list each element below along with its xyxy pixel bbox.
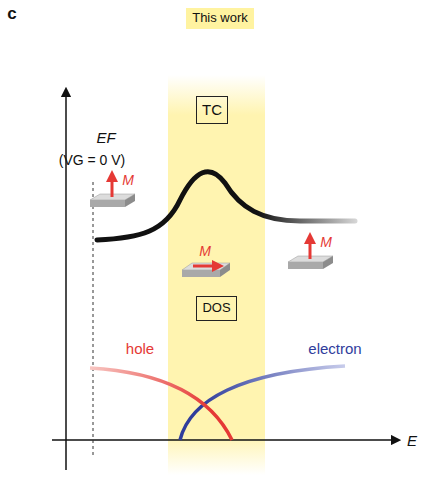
tc-box: TC xyxy=(196,96,228,124)
hole-label: hole xyxy=(126,340,154,357)
box-text: TC xyxy=(202,101,222,118)
panel-letter: c xyxy=(7,4,16,24)
x-axis xyxy=(52,439,396,441)
box-text: This work xyxy=(192,11,248,26)
gate-voltage-label: (VG = 0 V) xyxy=(59,152,126,168)
fermi-level-label: EF xyxy=(96,129,115,146)
fermi-level-line xyxy=(93,182,94,455)
dos-box: DOS xyxy=(196,296,237,321)
axis-label: E xyxy=(407,432,417,449)
magnetization-label: M xyxy=(199,243,211,259)
magnetization-label: M xyxy=(122,172,134,188)
tc-curve xyxy=(97,172,355,240)
y-axis xyxy=(65,92,67,470)
box-text: DOS xyxy=(202,301,230,316)
magnet-slab xyxy=(182,263,230,277)
hole-dos-curve xyxy=(90,368,232,440)
magnetization-label: M xyxy=(320,234,332,250)
highlight-tag: This work xyxy=(186,8,254,29)
electron-label: electron xyxy=(308,340,361,357)
